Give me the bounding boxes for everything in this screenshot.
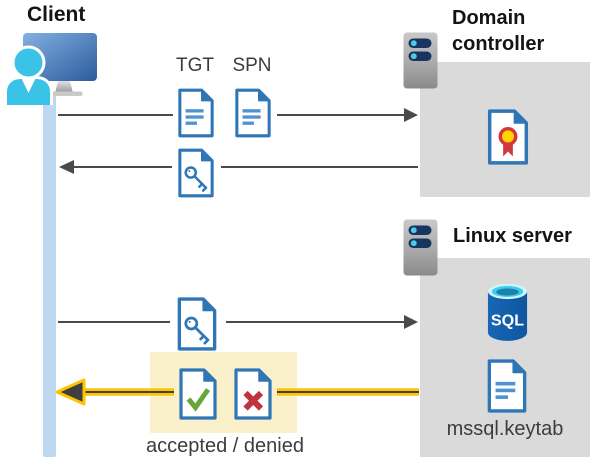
monitor-stand <box>55 81 73 93</box>
tgt-label: TGT <box>176 55 214 76</box>
spn-label: SPN <box>232 55 272 76</box>
result-label: accepted / denied <box>146 435 304 457</box>
ribbon-seal-glyph <box>498 126 518 157</box>
linux-server-icon <box>403 219 438 276</box>
sql-icon-text: SQL <box>491 312 524 330</box>
key-document-icon <box>177 147 215 199</box>
keytab-document-icon <box>485 359 529 413</box>
key-document-icon <box>176 297 218 351</box>
arrow-linux-to-client-highlighted <box>55 378 419 406</box>
arrow-client-to-linux <box>58 315 418 329</box>
user-icon <box>5 45 53 105</box>
check-glyph <box>186 388 211 412</box>
accepted-check-document-icon <box>178 368 218 420</box>
client-lifeline <box>43 93 56 457</box>
arrow-client-to-dc <box>58 108 418 122</box>
certificate-document-icon <box>486 109 530 165</box>
result-highlight <box>150 352 297 433</box>
denied-cross-document-icon <box>233 368 273 420</box>
user-workstation-icon <box>5 30 105 105</box>
keytab-filename-label: mssql.keytab <box>446 418 564 440</box>
linux-server-label: Linux server <box>453 225 572 247</box>
monitor-base <box>49 91 83 96</box>
cross-glyph <box>243 390 264 411</box>
key-glyph <box>184 166 208 192</box>
client-label: Client <box>27 3 86 26</box>
domain-controller-label: Domain controller <box>452 7 545 55</box>
key-glyph <box>184 316 210 345</box>
spn-document-icon <box>234 87 272 139</box>
sql-database-icon: SQL <box>485 281 530 344</box>
tgt-document-icon <box>177 87 215 139</box>
domain-controller-server-icon <box>403 32 438 89</box>
arrow-dc-to-client <box>59 160 418 174</box>
